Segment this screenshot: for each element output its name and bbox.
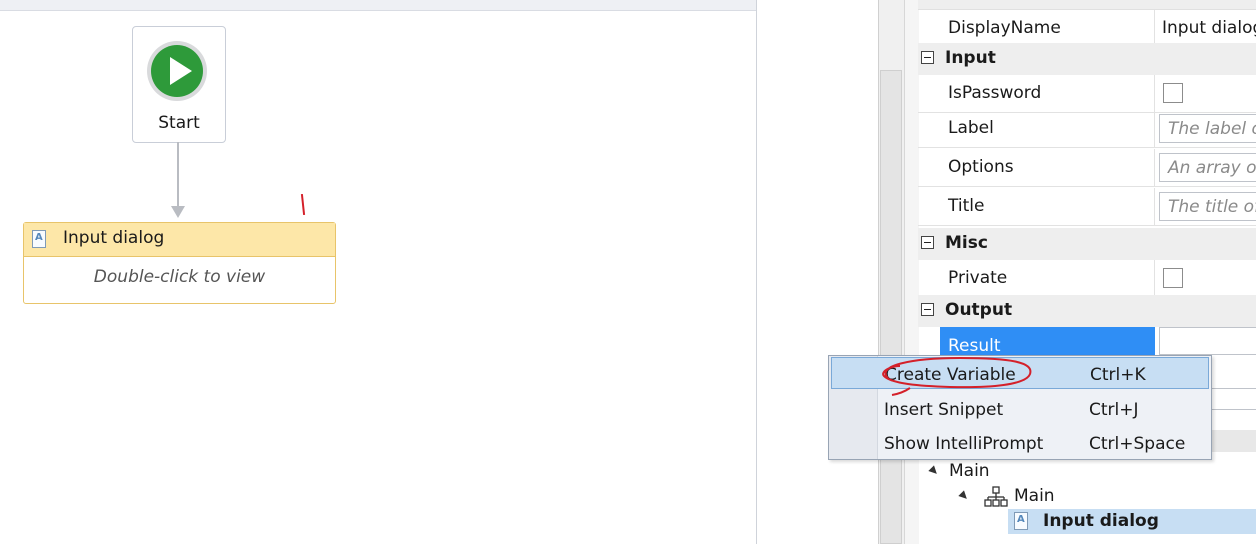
start-label: Start <box>158 113 200 133</box>
title-placeholder: The title of <box>1168 197 1256 217</box>
column-divider <box>1154 260 1155 297</box>
category-label: Output <box>945 300 1013 320</box>
property-name: DisplayName <box>948 18 1061 38</box>
property-name: IsPassword <box>948 83 1042 103</box>
property-options[interactable]: Options An array of <box>918 149 1256 187</box>
category-input[interactable]: Input <box>918 43 1256 75</box>
outline-leaf-label: Input dialog <box>1043 511 1159 531</box>
scrollbar-thumb[interactable] <box>880 70 902 544</box>
flowchart-icon <box>984 486 1008 507</box>
column-divider <box>1154 110 1155 147</box>
menu-item-show-intelliprompt[interactable]: Show IntelliPrompt Ctrl+Space <box>831 426 1209 458</box>
label-placeholder: The label of <box>1168 119 1256 139</box>
collapse-icon[interactable] <box>921 236 934 249</box>
splitter-bar[interactable] <box>1212 430 1256 452</box>
menu-item-insert-snippet[interactable]: Insert Snippet Ctrl+J <box>831 392 1209 424</box>
ispassword-checkbox[interactable] <box>1163 83 1183 103</box>
category-label: Misc <box>945 233 988 253</box>
column-divider <box>1154 149 1155 186</box>
outline-leaf-row[interactable]: A Input dialog <box>1008 509 1256 534</box>
options-placeholder: An array of <box>1168 158 1256 178</box>
column-divider <box>1154 75 1155 112</box>
options-input[interactable]: An array of <box>1159 153 1256 182</box>
expand-arrow-icon[interactable] <box>928 465 940 477</box>
property-name: Private <box>948 268 1008 288</box>
outline-sequence-row[interactable]: Main <box>918 484 1256 510</box>
start-icon <box>147 41 207 101</box>
label-input[interactable]: The label of <box>1159 114 1256 143</box>
activity-title: Input dialog <box>63 228 165 248</box>
activity-hint: Double-click to view <box>93 267 266 287</box>
collapse-icon[interactable] <box>921 51 934 64</box>
menu-item-create-variable[interactable]: Create Variable Ctrl+K <box>831 357 1209 389</box>
input-dialog-activity[interactable]: A Input dialog Double-click to view <box>23 222 336 304</box>
category-output[interactable]: Output <box>918 295 1256 327</box>
property-label[interactable]: Label The label of <box>918 110 1256 148</box>
menu-item-shortcut: Ctrl+J <box>1089 400 1139 420</box>
outline-root-label: Main <box>949 461 990 481</box>
column-divider <box>1154 188 1155 225</box>
menu-item-shortcut: Ctrl+Space <box>1089 434 1186 454</box>
menu-item-label: Show IntelliPrompt <box>884 434 1044 454</box>
common-category-row <box>918 0 1256 10</box>
property-private[interactable]: Private <box>918 260 1256 298</box>
column-divider <box>1154 10 1155 47</box>
result-input[interactable] <box>1159 327 1256 355</box>
property-name: Label <box>948 118 994 138</box>
category-misc[interactable]: Misc <box>918 228 1256 260</box>
category-label: Input <box>945 48 996 68</box>
title-input[interactable]: The title of <box>1159 192 1256 221</box>
displayname-value[interactable]: Input dialog <box>1162 18 1256 38</box>
outline-root-row[interactable]: Main <box>918 459 1256 485</box>
input-dialog-icon: A <box>32 230 46 248</box>
property-ispassword[interactable]: IsPassword <box>918 75 1256 113</box>
context-menu: Create Variable Ctrl+K Insert Snippet Ct… <box>828 355 1212 460</box>
start-node[interactable]: Start <box>132 26 226 143</box>
panel-divider[interactable] <box>756 0 757 544</box>
property-grid-gutter <box>904 0 919 544</box>
result-name-cell[interactable]: Result <box>940 327 1155 357</box>
flow-arrow-icon <box>171 206 185 218</box>
outline-child-label: Main <box>1014 486 1055 506</box>
expand-arrow-icon[interactable] <box>958 490 970 502</box>
property-title[interactable]: Title The title of <box>918 188 1256 226</box>
property-name: Result <box>948 336 1001 356</box>
result-input-continuation <box>1212 388 1256 410</box>
red-annotation-circle <box>882 356 1032 396</box>
menu-item-label: Create Variable <box>885 365 1016 385</box>
input-dialog-icon: A <box>1014 512 1028 530</box>
collapse-icon[interactable] <box>921 303 934 316</box>
flow-connector <box>177 142 179 208</box>
property-name: Options <box>948 157 1014 177</box>
activity-header[interactable]: A Input dialog <box>24 223 335 257</box>
menu-item-shortcut: Ctrl+K <box>1090 365 1146 385</box>
menu-item-label: Insert Snippet <box>884 400 1004 420</box>
property-result[interactable]: Result <box>918 327 1256 357</box>
property-name: Title <box>948 196 985 216</box>
private-checkbox[interactable] <box>1163 268 1183 288</box>
canvas-top-bar <box>0 0 757 11</box>
